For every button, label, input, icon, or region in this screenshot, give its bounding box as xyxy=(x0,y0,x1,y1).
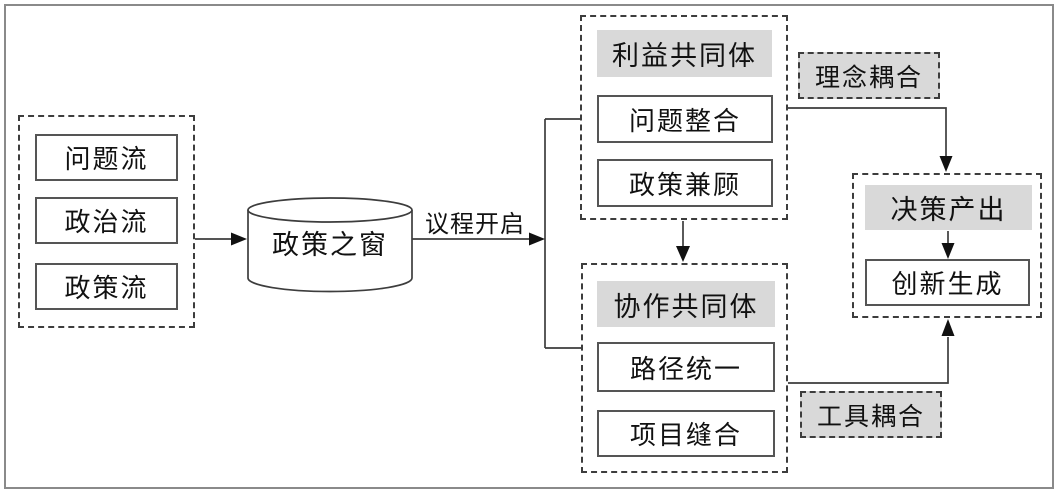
path-unification-box: 路径统一 xyxy=(597,342,775,392)
project-stitching-label: 项目缝合 xyxy=(629,421,742,450)
politics-stream-label: 政治流 xyxy=(64,208,149,237)
project-stitching-box: 项目缝合 xyxy=(597,410,775,457)
interest-community-header: 利益共同体 xyxy=(597,30,772,77)
problem-stream-label: 问题流 xyxy=(64,145,149,174)
politics-stream-box: 政治流 xyxy=(35,197,178,244)
outer-frame xyxy=(4,4,1054,489)
arrowhead-into-collaboration xyxy=(676,246,690,262)
policy-balance-box: 政策兼顾 xyxy=(597,159,773,207)
line-tool-coupling-path xyxy=(788,337,949,384)
concept-coupling-label: 理念耦合 xyxy=(814,64,923,92)
collaboration-community-title: 协作共同体 xyxy=(613,291,759,322)
path-unification-label: 路径统一 xyxy=(629,354,742,384)
arrowhead-into-bracket xyxy=(529,232,545,246)
interest-community-group: 利益共同体 问题整合 政策兼顾 xyxy=(580,15,788,220)
arrowhead-into-decision-top xyxy=(939,156,953,172)
policy-window-cylinder xyxy=(247,197,413,293)
line-concept-coupling-path xyxy=(788,107,947,156)
arrowhead-into-window xyxy=(231,232,247,246)
decision-output-group: 决策产出 创新生成 xyxy=(852,173,1042,318)
problem-integration-label: 问题整合 xyxy=(628,106,741,136)
tool-coupling-box: 工具耦合 xyxy=(800,391,942,438)
collaboration-community-group: 协作共同体 路径统一 项目缝合 xyxy=(581,263,788,473)
problem-integration-box: 问题整合 xyxy=(597,95,773,143)
agenda-opening-label: 议程开启 xyxy=(425,212,525,238)
bracket-split xyxy=(544,118,581,349)
policy-balance-label: 政策兼顾 xyxy=(628,170,741,200)
streams-group: 问题流 政治流 政策流 xyxy=(18,115,195,328)
innovation-generation-label: 创新生成 xyxy=(891,270,1004,299)
policy-window-label: 政策之窗 xyxy=(272,229,388,260)
interest-community-title: 利益共同体 xyxy=(612,41,757,71)
arrowhead-into-decision-bottom xyxy=(941,319,955,336)
arrowhead-into-innovation xyxy=(941,243,955,259)
collaboration-community-header: 协作共同体 xyxy=(597,281,775,327)
policy-stream-label: 政策流 xyxy=(64,274,149,303)
decision-output-title: 决策产出 xyxy=(890,195,1007,225)
policy-stream-box: 政策流 xyxy=(35,263,178,310)
decision-output-header: 决策产出 xyxy=(865,185,1032,230)
problem-stream-box: 问题流 xyxy=(35,134,178,181)
innovation-generation-box: 创新生成 xyxy=(865,259,1030,306)
tool-coupling-label: 工具耦合 xyxy=(816,403,925,431)
concept-coupling-box: 理念耦合 xyxy=(798,52,940,99)
